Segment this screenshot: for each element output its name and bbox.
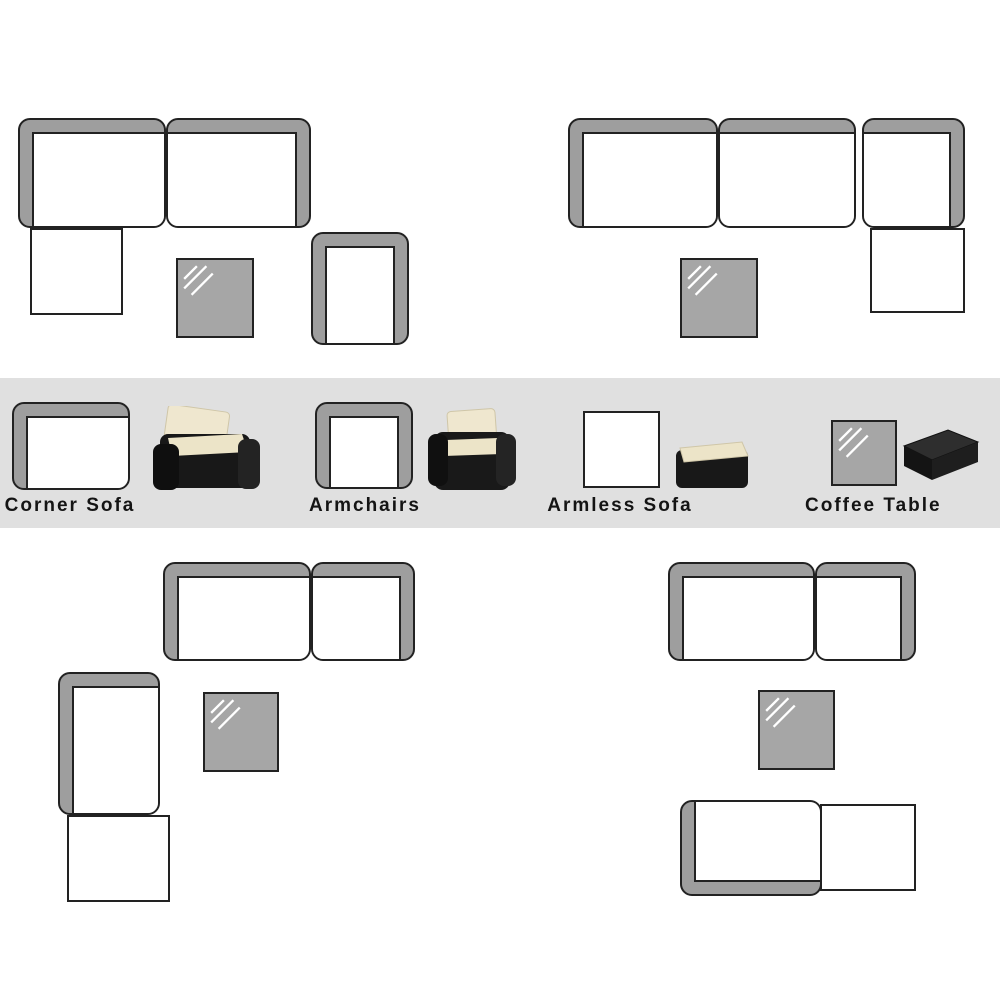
corner-sofa-topdown <box>18 118 166 228</box>
middle-sofa-topdown <box>718 118 856 228</box>
legend-label-coffee-table: Coffee Table <box>805 495 942 516</box>
corner-sofa-topdown <box>58 672 160 815</box>
glass-shine-icon <box>838 427 869 458</box>
armchair-topdown <box>311 232 409 345</box>
sofa-seat <box>26 416 128 488</box>
coffee-table-topdown <box>758 690 835 770</box>
coffee-table-topdown <box>176 258 254 338</box>
sofa-seat <box>329 416 399 487</box>
sofa-seat <box>720 132 854 226</box>
sofa-seat <box>817 576 902 659</box>
corner-sofa-topdown <box>163 562 311 661</box>
legend-corner-sofa-icon <box>12 402 130 490</box>
armchair-photo <box>426 406 518 498</box>
glass-shine-icon <box>210 699 241 730</box>
sofa-seat <box>864 132 951 226</box>
sofa-seat <box>694 802 820 882</box>
coffee-table-photo <box>898 422 982 486</box>
corner-sofa-topdown <box>680 800 822 896</box>
sofa-seat <box>313 576 401 659</box>
corner-sofa-topdown <box>668 562 815 661</box>
armless-sofa-photo <box>672 434 752 492</box>
legend-armchair-icon <box>315 402 413 489</box>
armless-sofa-topdown <box>870 228 965 313</box>
coffee-table-topdown <box>203 692 279 772</box>
corner-sofa-topdown <box>815 562 916 661</box>
armless-sofa-topdown <box>30 228 123 315</box>
armless-sofa-topdown <box>820 804 916 891</box>
glass-shine-icon <box>687 265 718 296</box>
legend-label-armchairs: Armchairs <box>309 495 421 516</box>
armless-sofa-topdown <box>67 815 170 902</box>
corner-sofa-topdown <box>311 562 415 661</box>
sofa-seat <box>32 132 164 226</box>
legend-label-armless-sofa: Armless Sofa <box>547 495 693 516</box>
sofa-seat <box>168 132 297 226</box>
glass-shine-icon <box>765 697 796 728</box>
sofa-seat <box>72 686 158 813</box>
coffee-table-topdown <box>680 258 758 338</box>
glass-shine-icon <box>183 265 214 296</box>
corner-sofa-topdown <box>166 118 311 228</box>
sofa-seat <box>582 132 716 226</box>
corner-sofa-topdown <box>568 118 718 228</box>
sofa-seat <box>682 576 813 659</box>
legend-label-corner-sofa: Corner Sofa <box>4 495 136 516</box>
sofa-seat <box>325 246 395 343</box>
legend-armless-sofa-icon <box>583 411 660 488</box>
corner-sofa-photo <box>140 406 265 501</box>
legend-coffee-table-icon <box>831 420 897 486</box>
corner-sofa-topdown <box>862 118 965 228</box>
sofa-seat <box>177 576 309 659</box>
